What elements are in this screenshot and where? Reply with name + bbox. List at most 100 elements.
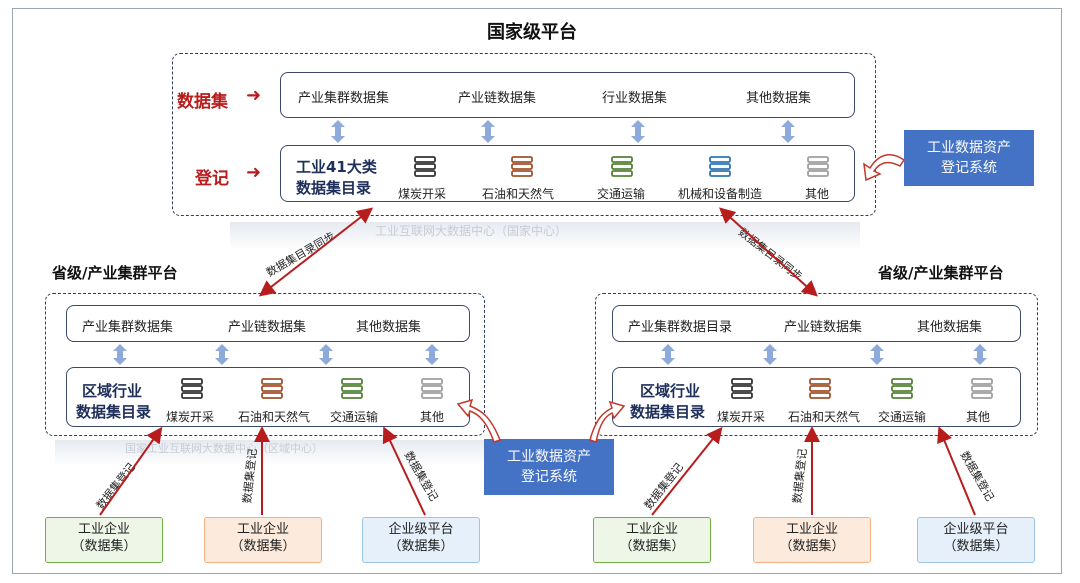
source-subtitle: （数据集） (230, 539, 296, 554)
category-label: 石油和天然气 (788, 410, 861, 424)
database-stack-icon (511, 156, 533, 177)
registry-system-top: 工业数据资产 登记系统 (904, 130, 1034, 186)
source-subtitle: （数据集） (943, 539, 1009, 554)
bidirectional-arrow-icon (215, 344, 229, 365)
category-label: 其他 (805, 187, 830, 201)
bidirectional-arrow-icon (425, 344, 439, 365)
registry-system-bottom: 工业数据资产 登记系统 (484, 439, 614, 495)
arrow-right-icon: ➜ (246, 162, 262, 183)
bidirectional-arrow-icon (870, 344, 884, 365)
bidirectional-arrow-icon (113, 344, 127, 365)
register-row-label: 登记 (195, 169, 229, 189)
register-arrow (99, 426, 163, 516)
source-box: 企业级平台 （数据集） (362, 517, 480, 563)
register-arrow (937, 426, 976, 516)
dataset-item: 产业集群数据目录 (628, 320, 733, 335)
category-label: 煤炭开采 (398, 187, 447, 201)
dataset-item: 产业集群数据集 (298, 91, 390, 106)
registry-line1: 工业数据资产 (927, 140, 1011, 156)
catalog-title-line2: 数据集目录 (76, 403, 152, 421)
source-box: 企业级平台 （数据集） (917, 517, 1035, 563)
left-platform-title: 省级/产业集群平台 (52, 264, 178, 282)
dataset-item: 其他数据集 (746, 91, 812, 106)
registry-line2: 登记系统 (521, 469, 577, 485)
source-subtitle: （数据集） (619, 539, 685, 554)
source-title: 企业级平台 (943, 522, 1009, 537)
bidirectional-arrow-icon (763, 344, 777, 365)
right-dataset-box (612, 305, 1021, 342)
source-box: 工业企业（数据集） (45, 517, 163, 563)
source-box: 工业企业 （数据集） (204, 517, 322, 563)
source-subtitle: （数据集） (388, 539, 454, 554)
category-label: 其他 (966, 410, 991, 424)
source-subtitle: （数据集） (71, 539, 137, 554)
national-dataset-box (280, 72, 855, 118)
page-title: 国家级平台 (487, 22, 577, 43)
database-stack-icon (261, 378, 283, 399)
diagram-frame (12, 8, 1062, 574)
database-stack-icon (709, 156, 731, 177)
dataset-item: 其他数据集 (356, 320, 422, 335)
arrow-right-icon: ➜ (246, 85, 262, 106)
source-box: 工业企业 （数据集） (593, 517, 711, 563)
registry-line1: 工业数据资产 (507, 449, 591, 465)
category-label: 交通运输 (597, 187, 646, 201)
right-platform-title: 省级/产业集群平台 (878, 264, 1004, 282)
source-title: 企业级平台 (388, 522, 454, 537)
database-stack-icon (731, 378, 753, 399)
dataset-item: 行业数据集 (602, 91, 668, 106)
database-stack-icon (809, 378, 831, 399)
bidirectional-arrow-icon (781, 120, 795, 143)
category-label: 交通运输 (330, 410, 379, 424)
source-box: 工业企业 （数据集） (753, 517, 871, 563)
regional-center-label: 国家工业互联网大数据中心（区域中心） (125, 442, 323, 455)
bidirectional-arrow-icon (631, 120, 645, 143)
sync-arrow-right (719, 207, 818, 297)
registry-line2: 登记系统 (941, 160, 997, 176)
national-catalog-box (280, 145, 855, 202)
source-title: 工业企业 (625, 522, 678, 537)
category-label: 煤炭开采 (717, 410, 766, 424)
database-stack-icon (891, 378, 913, 399)
category-label: 机械和设备制造 (678, 187, 763, 201)
bidirectional-arrow-icon (319, 344, 333, 365)
category-label: 石油和天然气 (238, 410, 311, 424)
sync-arrow-left (258, 207, 374, 297)
source-title: 工业企业 (236, 522, 289, 537)
database-stack-icon (341, 378, 363, 399)
bidirectional-arrow-icon (661, 344, 675, 365)
database-stack-icon (807, 156, 829, 177)
national-center-label: 工业互联网大数据中心（国家中心） (375, 224, 568, 238)
register-arrow (382, 426, 426, 516)
category-label: 其他 (420, 410, 445, 424)
national-platform (172, 53, 876, 216)
dataset-row-label: 数据集 (177, 92, 228, 112)
database-stack-icon (181, 378, 203, 399)
dataset-item: 产业链数据集 (228, 320, 307, 335)
catalog-title-line1: 区域行业 (640, 382, 701, 400)
dataset-item: 其他数据集 (917, 320, 983, 335)
source-subtitle: （数据集） (779, 539, 845, 554)
catalog-title-line2: 数据集目录 (296, 179, 372, 197)
regional-center-band (55, 440, 485, 466)
dataset-item: 产业链数据集 (458, 91, 537, 106)
curved-arrow-icon (589, 400, 626, 443)
bidirectional-arrow-icon (481, 120, 495, 143)
category-label: 煤炭开采 (166, 410, 215, 424)
database-stack-icon (971, 378, 993, 399)
register-arrow (651, 426, 723, 516)
curved-arrow-icon (456, 398, 501, 443)
database-stack-icon (611, 156, 633, 177)
bidirectional-arrow-icon (331, 120, 345, 143)
catalog-title-line2: 数据集目录 (630, 403, 706, 421)
database-stack-icon (414, 156, 436, 177)
dataset-item: 产业集群数据集 (82, 320, 174, 335)
dataset-item: 产业链数据集 (784, 320, 863, 335)
database-stack-icon (421, 378, 443, 399)
source-title: 工业企业 (785, 522, 838, 537)
catalog-title-line1: 工业41大类 (296, 158, 377, 176)
catalog-title-line1: 区域行业 (82, 382, 143, 400)
curved-arrow-icon (863, 153, 906, 182)
bidirectional-arrow-icon (973, 344, 987, 365)
